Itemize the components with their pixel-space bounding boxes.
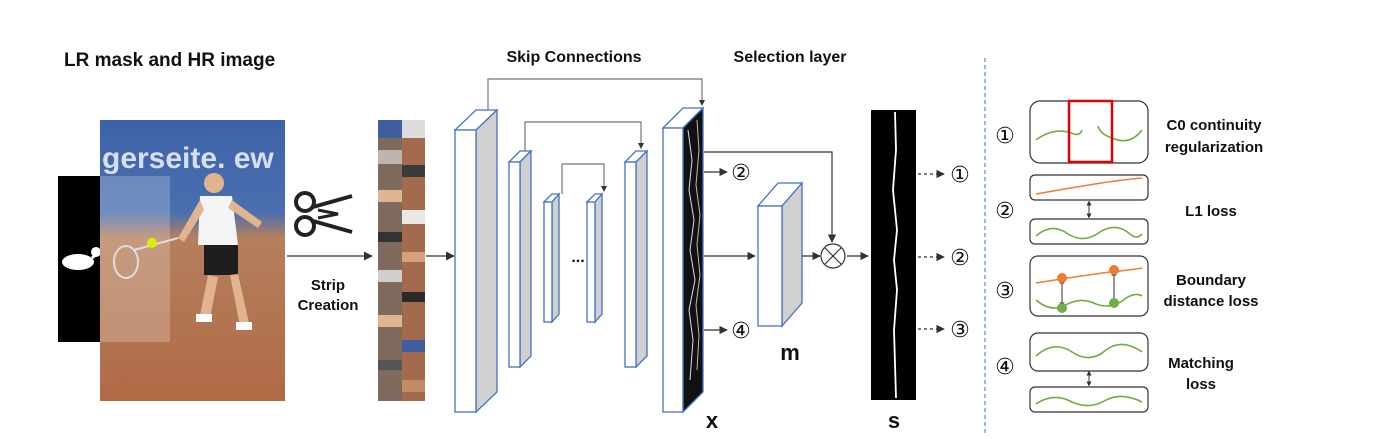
output-arrows xyxy=(918,169,945,334)
output-block-x xyxy=(661,106,705,414)
encoder-block-1 xyxy=(453,108,499,414)
ellipsis: ... xyxy=(571,249,584,266)
photo-banner-text: gerseite. ew xyxy=(102,142,274,175)
input-title: LR mask and HR image xyxy=(64,50,275,71)
tennis-player xyxy=(113,173,262,330)
decoder-block-1 xyxy=(585,192,604,324)
selection-layer-label: Selection layer xyxy=(734,49,847,66)
strip-creation-line2: Creation xyxy=(298,297,359,314)
skip-connections xyxy=(487,78,705,194)
image-strips xyxy=(378,120,425,401)
loss-label-boundary-2: distance loss xyxy=(1163,293,1258,310)
unet-blocks xyxy=(453,106,804,414)
skip-connections-label: Skip Connections xyxy=(506,49,641,66)
hr-image: gerseite. ew xyxy=(100,120,285,401)
encoder-block-3 xyxy=(542,192,561,324)
loss-panel-l1 xyxy=(1029,174,1149,245)
label-m: m xyxy=(780,340,800,365)
multiply-node xyxy=(820,243,846,269)
loss-marker-3: ③ xyxy=(995,279,1015,304)
encoder-block-2 xyxy=(507,149,533,369)
loss-marker-4: ④ xyxy=(995,355,1015,380)
loss-marker-1: ① xyxy=(995,124,1015,149)
loss-panel-boundary xyxy=(1029,255,1149,317)
decoder-block-2 xyxy=(623,149,649,369)
output-marker-2: ② xyxy=(950,246,970,271)
loss-panel-matching xyxy=(1029,332,1149,413)
loss-label-boundary-1: Boundary xyxy=(1176,272,1247,289)
strip-creation-line1: Strip xyxy=(311,277,345,294)
loss-label-continuity-1: C0 continuity xyxy=(1166,117,1262,134)
branch-marker-4: ④ xyxy=(731,319,751,344)
x-branches xyxy=(704,151,869,335)
loss-panels xyxy=(1029,99,1149,413)
label-x: x xyxy=(706,408,719,433)
scissors-icon xyxy=(294,191,353,237)
output-marker-1: ① xyxy=(950,163,970,188)
output-marker-3: ③ xyxy=(950,318,970,343)
loss-marker-2: ② xyxy=(995,199,1015,224)
label-s: s xyxy=(888,408,900,433)
loss-label-matching-2: loss xyxy=(1186,376,1216,393)
output-s xyxy=(871,110,916,400)
loss-label-matching-1: Matching xyxy=(1168,355,1234,372)
selection-block-m xyxy=(756,181,804,328)
branch-marker-2: ② xyxy=(731,161,751,186)
loss-label-continuity-2: regularization xyxy=(1165,139,1263,156)
loss-panel-continuity xyxy=(1029,99,1149,164)
loss-label-l1: L1 loss xyxy=(1185,203,1237,220)
